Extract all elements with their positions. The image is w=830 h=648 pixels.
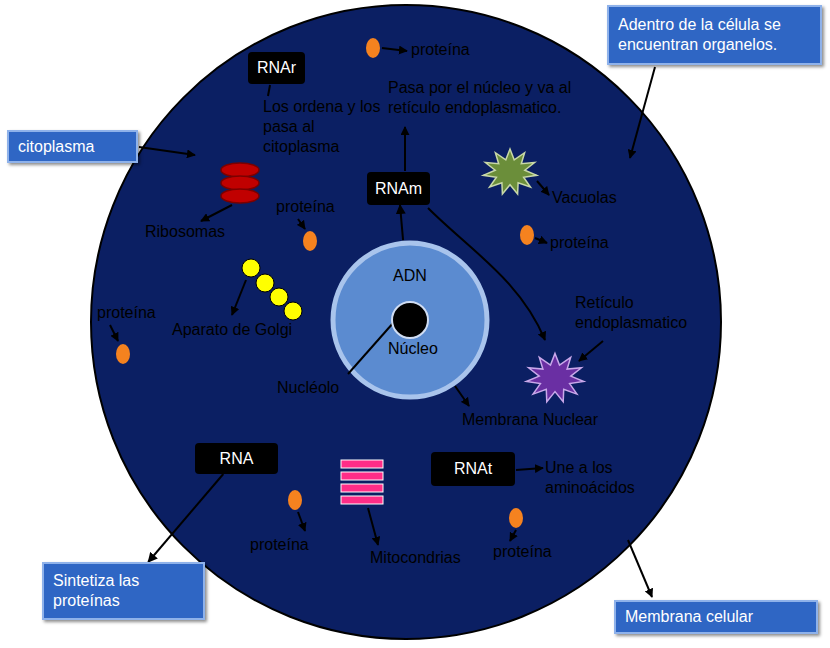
rna-box: RNA [195, 443, 278, 474]
leader-line [268, 85, 270, 96]
rna-box: RNAm [367, 172, 430, 205]
node-text: ADN [330, 267, 490, 285]
node-text: Membrana celular [625, 607, 753, 627]
leader-line [404, 127, 406, 171]
label-text: proteína [250, 535, 309, 555]
organelle-symbol [526, 353, 583, 401]
ribosome-symbol [221, 189, 259, 203]
connector-arrow [148, 474, 223, 562]
node-text: RNAm [375, 180, 422, 198]
golgi-symbol [284, 302, 302, 320]
label-text: proteína [493, 542, 552, 562]
nucleolus-symbol [392, 302, 428, 338]
golgi-symbol [256, 274, 274, 292]
nucleus-fill [333, 243, 487, 397]
cell-body [91, 5, 721, 639]
label-text: Pasa por el núcleo y va al retículo endo… [388, 78, 618, 118]
node-text: RNAr [257, 59, 296, 77]
connector-arrow [400, 205, 403, 240]
leader-line [537, 181, 549, 195]
label-text: Une a los aminoácidos [545, 458, 670, 498]
mitochondria-symbol [341, 496, 383, 504]
callout-box: citoplasma [7, 130, 138, 163]
leader-line [139, 147, 195, 155]
rna-box: RNAt [431, 452, 515, 486]
leader-line [232, 280, 246, 315]
protein-dot [366, 38, 380, 58]
label-text: proteína [550, 233, 609, 253]
callout-box: Adentro de la célula se encuentran organ… [607, 5, 822, 65]
mitochondria-symbol [341, 460, 383, 468]
protein-dot [116, 344, 130, 364]
node-text: Adentro de la célula se encuentran organ… [618, 15, 811, 55]
leader-line [382, 48, 407, 51]
golgi-symbol [270, 288, 288, 306]
node-text: Sintetiza las proteínas [53, 571, 194, 611]
leader-line [535, 238, 547, 243]
protein-dot [288, 490, 302, 510]
label-text: proteína [276, 197, 335, 217]
leader-line [201, 205, 232, 221]
node-text: Núcleo [388, 340, 438, 358]
leader-line [455, 386, 469, 406]
mitochondria-symbol [341, 472, 383, 480]
label-text: Ribosomas [145, 222, 225, 242]
leader-line [510, 530, 516, 541]
golgi-symbol [242, 259, 260, 277]
organelle-symbol [483, 149, 536, 194]
ribosome-symbol [221, 176, 259, 190]
leader-line [579, 341, 603, 361]
leader-line [368, 508, 378, 545]
leader-line [298, 512, 305, 531]
label-text: Vacuolas [552, 188, 617, 208]
leader-line [516, 468, 543, 470]
node-text: RNAt [454, 460, 492, 478]
protein-dot [520, 225, 534, 245]
leader-line [628, 540, 652, 597]
label-text: Nucléolo [277, 378, 339, 398]
node-text: RNA [220, 450, 254, 468]
label-text: Mitocondrias [370, 548, 461, 568]
nucleus-circle: ADN Núcleo [330, 240, 490, 400]
label-text: Membrana Nuclear [462, 410, 598, 430]
callout-box: Sintetiza las proteínas [42, 562, 205, 620]
label-text: proteína [97, 303, 156, 323]
leader-line [630, 67, 655, 158]
protein-dot [509, 508, 523, 528]
label-text: Aparato de Golgi [172, 320, 292, 340]
callout-box: Membrana celular [614, 600, 818, 634]
node-text: citoplasma [18, 137, 94, 157]
label-text: Los ordena y los pasa al citoplasma [263, 97, 388, 157]
rna-box: RNAr [248, 52, 305, 84]
label-text: Retículo endoplasmatico [575, 293, 720, 333]
label-text: proteína [411, 40, 470, 60]
mitochondria-symbol [341, 484, 383, 492]
nucleus-outline [330, 240, 490, 400]
protein-dot [303, 231, 317, 251]
leader-line [298, 219, 305, 229]
leader-line [348, 322, 394, 374]
leader-line [110, 325, 118, 341]
ribosome-symbol [221, 163, 259, 177]
